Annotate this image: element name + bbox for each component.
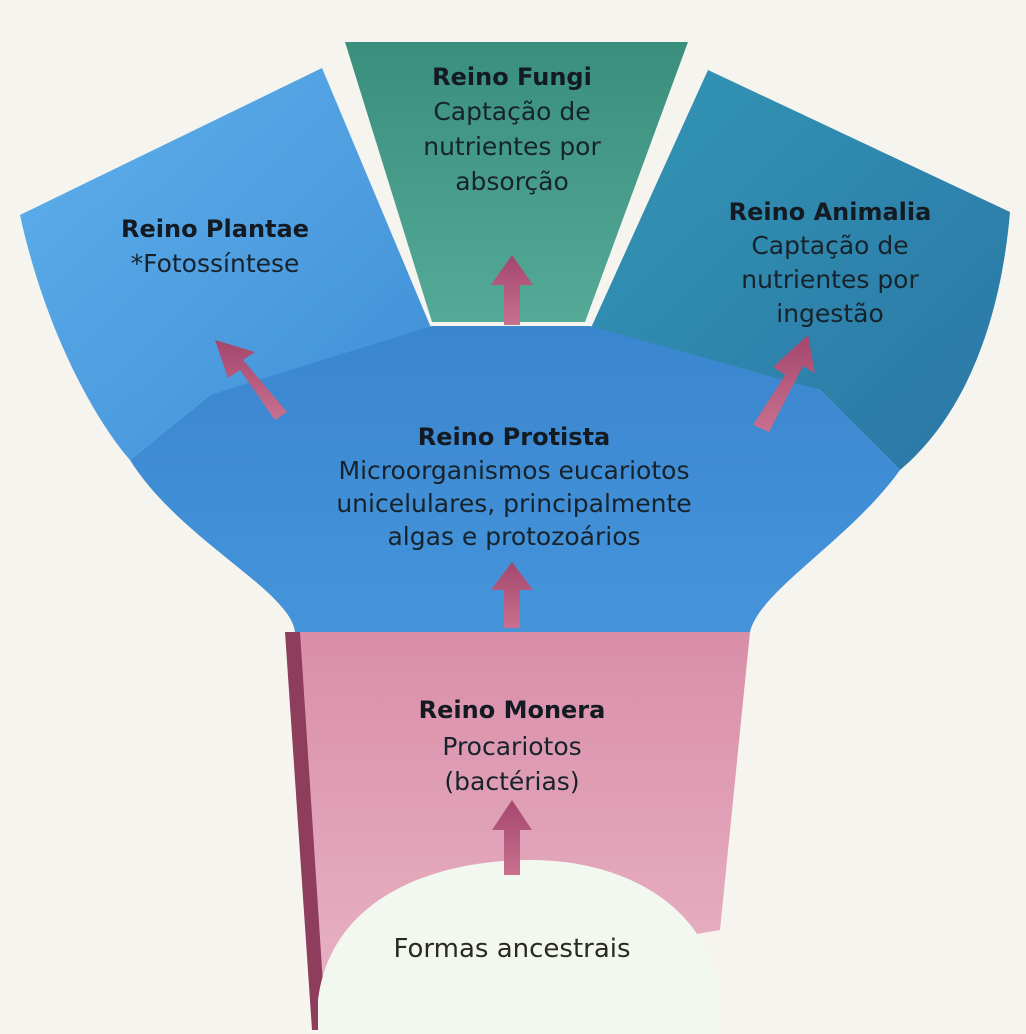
fungi-line: nutrientes por xyxy=(423,132,601,161)
fungi-line: absorção xyxy=(455,167,569,196)
animalia-line: nutrientes por xyxy=(741,265,919,294)
monera-title: Reino Monera xyxy=(419,696,606,724)
monera-line: (bactérias) xyxy=(444,767,579,796)
monera-line: Procariotos xyxy=(442,732,581,761)
animalia-title: Reino Animalia xyxy=(729,198,932,226)
protista-line: Microorganismos eucariotos xyxy=(339,456,690,485)
protista-title: Reino Protista xyxy=(418,423,610,451)
protista-line: unicelulares, principalmente xyxy=(336,489,691,518)
fungi-title: Reino Fungi xyxy=(432,63,592,91)
plantae-title: Reino Plantae xyxy=(121,215,309,243)
ancestral-label: Formas ancestrais xyxy=(393,934,630,964)
fungi-line: Captação de xyxy=(433,97,590,126)
protista-line: algas e protozoários xyxy=(387,522,640,551)
animalia-line: ingestão xyxy=(776,299,883,328)
animalia-line: Captação de xyxy=(751,231,908,260)
plantae-line: *Fotossíntese xyxy=(131,249,300,278)
